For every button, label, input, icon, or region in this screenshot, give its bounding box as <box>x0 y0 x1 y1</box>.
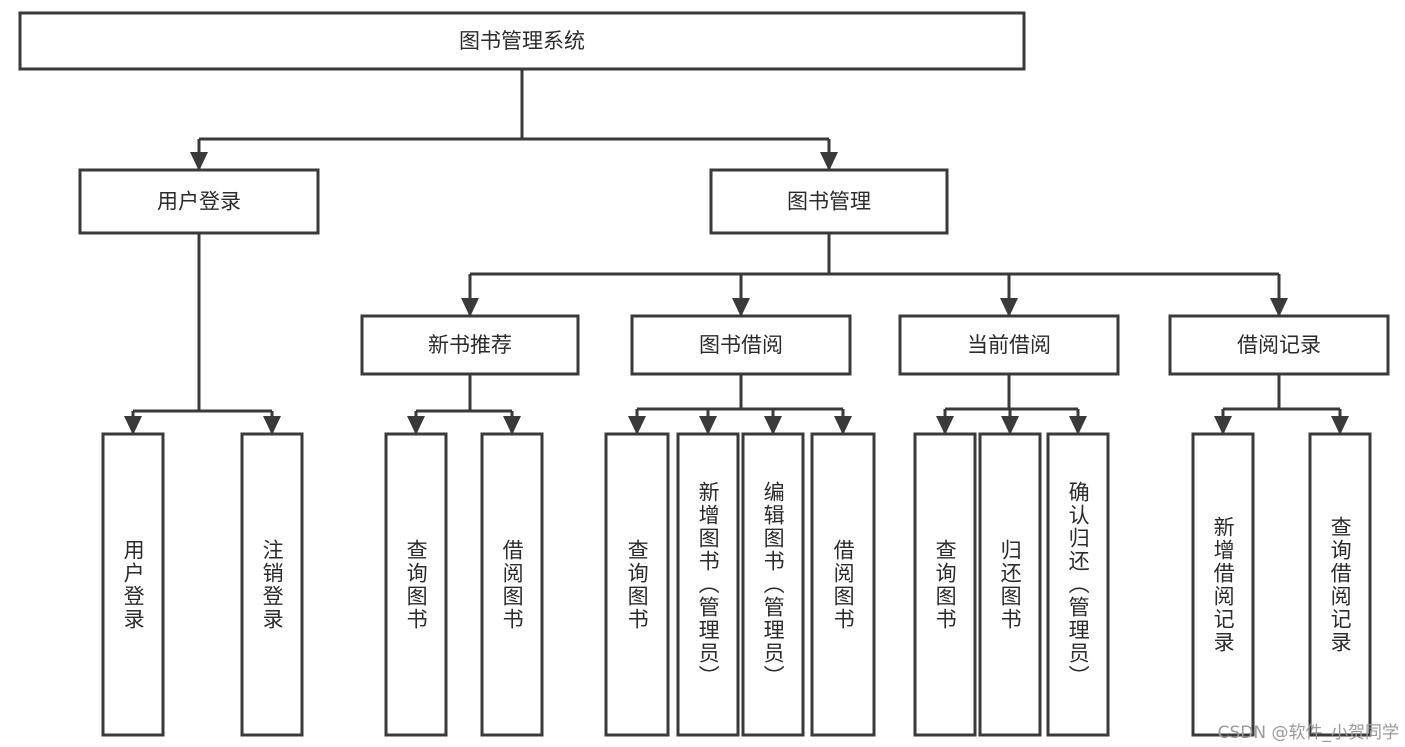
node-box-level2-3[interactable] <box>1168 314 1390 376</box>
node-label-level1-0: 用户登录 <box>157 190 241 214</box>
arrow-head-icon <box>732 298 750 317</box>
arrow-head-icon <box>820 152 838 171</box>
arrow-head-icon <box>1331 416 1349 435</box>
arrow-head-icon <box>699 416 717 435</box>
node-box-leaf-7[interactable] <box>810 432 876 737</box>
arrow-head-icon <box>628 416 646 435</box>
node-box-leaf-5[interactable] <box>676 432 740 737</box>
node-box-leaf-6[interactable] <box>741 432 805 737</box>
node-box-leaf-8[interactable] <box>913 432 977 737</box>
boxes-layer <box>18 11 1390 737</box>
node-box-leaf-10[interactable] <box>1046 432 1110 737</box>
node-box-leaf-2[interactable] <box>384 432 448 737</box>
arrow-head-icon <box>461 298 479 317</box>
arrow-head-icon <box>503 416 521 435</box>
node-box-leaf-4[interactable] <box>604 432 670 737</box>
node-label-level2-3: 借阅记录 <box>1237 333 1321 357</box>
node-box-leaf-3[interactable] <box>480 432 544 737</box>
arrow-head-icon <box>407 416 425 435</box>
node-box-level2-2[interactable] <box>898 314 1120 376</box>
arrow-head-icon <box>1214 416 1232 435</box>
node-label-level2-2: 当前借阅 <box>967 333 1051 357</box>
node-label-level2-0: 新书推荐 <box>428 333 512 357</box>
csdn-watermark: CSDN @软件_小贺同学 <box>1217 723 1399 743</box>
node-label-level2-1: 图书借阅 <box>699 333 783 357</box>
node-box-root[interactable] <box>18 11 1026 71</box>
arrow-head-icon <box>1069 416 1087 435</box>
arrow-head-icon <box>1001 416 1019 435</box>
node-label-level1-1: 图书管理 <box>787 190 871 214</box>
node-box-leaf-11[interactable] <box>1191 432 1255 737</box>
arrow-head-icon <box>263 416 281 435</box>
node-box-level2-1[interactable] <box>630 314 852 376</box>
arrow-head-icon <box>1000 298 1018 317</box>
edges-layer <box>124 69 1349 435</box>
arrow-head-icon <box>936 416 954 435</box>
node-label-root: 图书管理系统 <box>459 29 585 53</box>
arrow-head-icon <box>124 416 142 435</box>
arrow-head-icon <box>834 416 852 435</box>
node-box-level2-0[interactable] <box>360 314 580 376</box>
node-box-leaf-0[interactable] <box>101 432 165 737</box>
arrow-head-icon <box>190 152 208 171</box>
arrow-head-icon <box>764 416 782 435</box>
node-box-leaf-9[interactable] <box>978 432 1042 737</box>
node-box-level1-1[interactable] <box>709 168 949 235</box>
arrow-head-icon <box>1270 298 1288 317</box>
node-box-leaf-1[interactable] <box>240 432 304 737</box>
node-box-leaf-12[interactable] <box>1308 432 1372 737</box>
node-box-level1-0[interactable] <box>78 168 320 235</box>
